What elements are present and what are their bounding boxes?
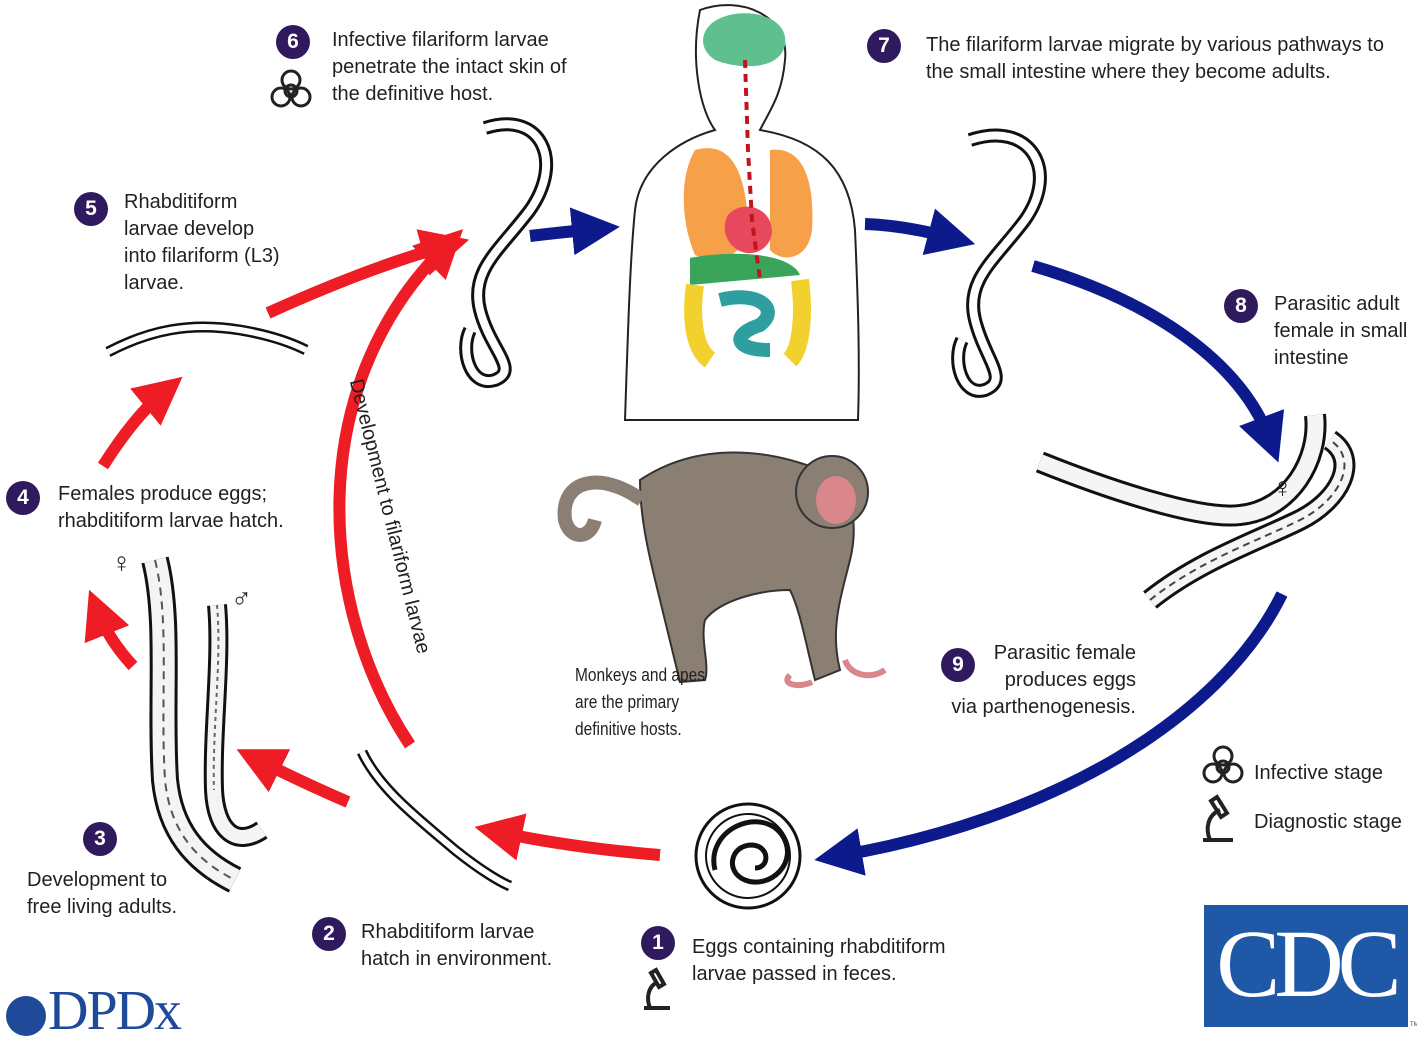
step-3-badge: 3 xyxy=(83,822,117,856)
arrow-3-to-4 xyxy=(98,612,133,666)
step-5-badge: 5 xyxy=(74,192,108,226)
male-symbol-step3: ♂ xyxy=(231,585,252,613)
parasitic-adult-female xyxy=(1040,415,1344,600)
arrow-1-to-2 xyxy=(498,832,660,855)
step-6-badge: 6 xyxy=(276,25,310,59)
step-4-badge: 4 xyxy=(6,481,40,515)
arrow-8-to-1 xyxy=(838,594,1282,856)
microscope-icon-step1 xyxy=(644,970,670,1008)
female-symbol-step3: ♀ xyxy=(111,549,132,577)
step-2-badge: 2 xyxy=(312,917,346,951)
arrow-6-to-host xyxy=(530,229,596,236)
step-8-badge: 8 xyxy=(1224,289,1258,323)
step-1-badge: 1 xyxy=(641,926,675,960)
legend-infective-label: Infective stage xyxy=(1254,762,1383,785)
step-4-text: Females produce eggs;rhabditiform larvae… xyxy=(58,481,284,535)
step-7-badge: 7 xyxy=(867,29,901,63)
egg-illustration xyxy=(696,804,800,908)
biohazard-icon-step6 xyxy=(272,71,310,106)
cdc-logo-text: CDC xyxy=(1204,909,1408,1019)
cdc-logo: CDC xyxy=(1204,905,1408,1027)
rhabditiform-larva-step2 xyxy=(362,752,510,886)
human-host-illustration xyxy=(625,5,859,420)
arrow-host-to-7 xyxy=(865,224,952,238)
biohazard-icon-legend xyxy=(1204,747,1242,782)
dpdx-logo: DPDx xyxy=(6,983,180,1039)
dpdx-logo-text: DPDx xyxy=(48,980,180,1042)
dpdx-logo-icon xyxy=(6,996,46,1036)
free-living-male-worm xyxy=(214,605,262,837)
migrating-larva-step7 xyxy=(958,135,1040,390)
arrow-2-to-3 xyxy=(258,760,348,802)
brain-organ xyxy=(703,13,785,66)
monkey-illustration xyxy=(565,453,885,686)
female-symbol-step8: ♀ xyxy=(1272,474,1293,502)
arrow-4-to-5 xyxy=(103,392,164,466)
cdc-trademark: TM xyxy=(1410,1022,1417,1028)
infective-larva-step6 xyxy=(466,124,546,381)
legend-diagnostic-label: Diagnostic stage xyxy=(1254,811,1402,834)
filariform-larva-step5 xyxy=(108,327,306,352)
step-7-text: The filariform larvae migrate by various… xyxy=(926,32,1384,86)
microscope-icon-legend xyxy=(1203,797,1233,840)
